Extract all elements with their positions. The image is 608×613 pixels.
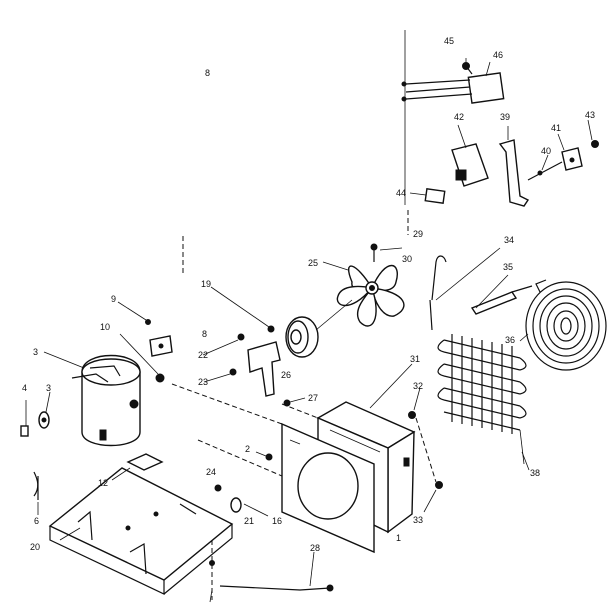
part-labels: 45 46 42 39 41 43 40 44 29 34 30 25 35 8… bbox=[22, 36, 595, 553]
part-10-grommet bbox=[155, 373, 165, 383]
label-8a: 8 bbox=[205, 68, 210, 78]
part-2-screw bbox=[265, 453, 273, 461]
part-6-lead bbox=[33, 471, 39, 500]
label-21: 21 bbox=[244, 516, 254, 526]
label-3b: 3 bbox=[46, 383, 51, 393]
part-23-washer bbox=[229, 368, 237, 376]
part-36-spiral-coil bbox=[525, 279, 607, 371]
control-group bbox=[401, 30, 599, 207]
label-26: 26 bbox=[281, 370, 291, 380]
part-46-relay bbox=[401, 72, 505, 104]
part-44-block bbox=[409, 188, 446, 204]
part-41-bracket bbox=[561, 147, 583, 171]
part-9-screw bbox=[117, 301, 151, 325]
part-3-overload bbox=[38, 411, 50, 429]
part-45-screw bbox=[462, 62, 473, 75]
label-31: 31 bbox=[410, 354, 420, 364]
label-36: 36 bbox=[505, 335, 515, 345]
label-40: 40 bbox=[541, 146, 551, 156]
label-23: 23 bbox=[198, 377, 208, 387]
label-16: 16 bbox=[272, 516, 282, 526]
label-38: 38 bbox=[530, 468, 540, 478]
coil-group bbox=[408, 247, 607, 489]
part-32-screw bbox=[408, 411, 416, 419]
label-30: 30 bbox=[402, 254, 412, 264]
part-42-control bbox=[451, 124, 489, 187]
label-8b: 8 bbox=[202, 329, 207, 339]
label-29: 29 bbox=[413, 229, 423, 239]
label-25: 25 bbox=[308, 258, 318, 268]
part-21-grommet bbox=[230, 497, 242, 513]
part-22-screw bbox=[237, 333, 245, 341]
label-46: 46 bbox=[493, 50, 503, 60]
label-39: 39 bbox=[500, 112, 510, 122]
part-33-screw bbox=[435, 481, 443, 489]
label-34: 34 bbox=[504, 235, 514, 245]
label-6: 6 bbox=[34, 516, 39, 526]
fan-group bbox=[182, 210, 409, 407]
label-35: 35 bbox=[503, 262, 513, 272]
part-38-evaporator-coil bbox=[437, 334, 527, 465]
label-33: 33 bbox=[413, 515, 423, 525]
label-3a: 3 bbox=[33, 347, 38, 357]
label-19: 19 bbox=[201, 279, 211, 289]
part-3-compressor bbox=[43, 351, 141, 447]
label-45: 45 bbox=[444, 36, 454, 46]
label-43: 43 bbox=[585, 110, 595, 120]
label-1: 1 bbox=[396, 533, 401, 543]
label-32: 32 bbox=[413, 381, 423, 391]
label-42: 42 bbox=[454, 112, 464, 122]
part-35-tube bbox=[470, 285, 533, 315]
part-27-motor-bracket bbox=[247, 341, 291, 407]
label-44: 44 bbox=[396, 188, 406, 198]
part-1-shroud-plate bbox=[281, 422, 375, 554]
part-24-screw bbox=[214, 484, 222, 492]
part-26-fan-motor bbox=[285, 299, 353, 358]
label-12: 12 bbox=[98, 478, 108, 488]
label-10: 10 bbox=[100, 322, 110, 332]
label-22: 22 bbox=[198, 350, 208, 360]
label-9: 9 bbox=[111, 294, 116, 304]
label-28: 28 bbox=[310, 543, 320, 553]
label-2: 2 bbox=[245, 444, 250, 454]
part-4-clip bbox=[20, 425, 29, 437]
part-20-base-pan bbox=[48, 467, 234, 595]
part-30-screw bbox=[370, 243, 378, 262]
shroud-group bbox=[171, 383, 416, 554]
part-8-bracket bbox=[149, 335, 173, 357]
part-25-fan-blade bbox=[336, 265, 405, 327]
part-12-mount bbox=[126, 453, 164, 471]
part-43-screw bbox=[591, 140, 599, 148]
label-20: 20 bbox=[30, 542, 40, 552]
part-29-capillary-tube bbox=[429, 255, 447, 331]
part-19-screw bbox=[210, 286, 275, 333]
compressor-group bbox=[20, 301, 334, 600]
part-39-bracket bbox=[498, 126, 530, 207]
label-4: 4 bbox=[22, 383, 27, 393]
label-27: 27 bbox=[308, 393, 318, 403]
leader-lines bbox=[25, 58, 593, 603]
label-24: 24 bbox=[206, 467, 216, 477]
label-41: 41 bbox=[551, 123, 561, 133]
